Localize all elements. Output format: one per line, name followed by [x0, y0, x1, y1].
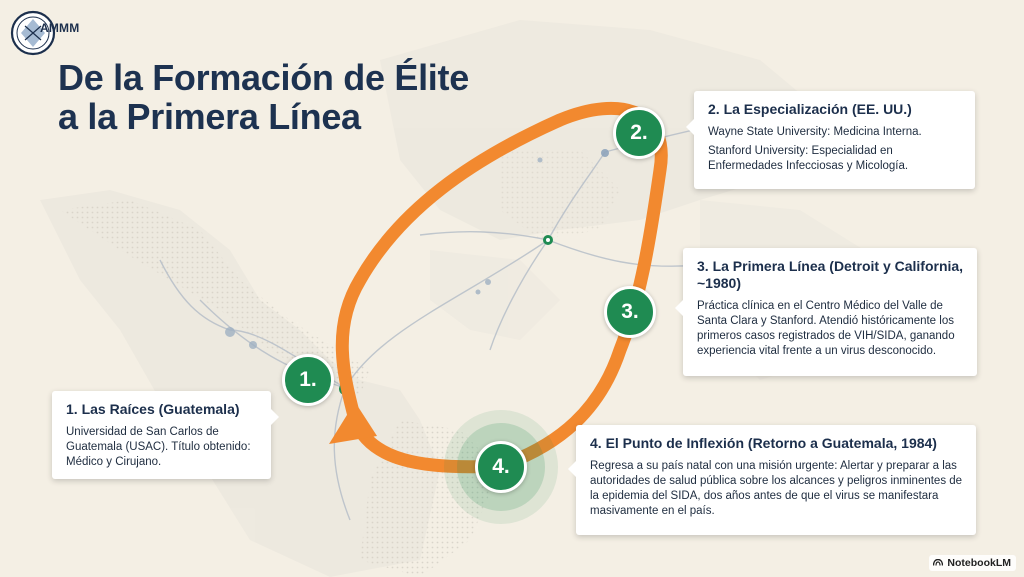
notebooklm-icon — [933, 559, 944, 566]
step-3-card: 3. La Primera Línea (Detroit y Californi… — [675, 248, 977, 376]
step-4-card: 4. El Punto de Inflexión (Retorno a Guat… — [568, 425, 976, 535]
step-1-body: Universidad de San Carlos de Guatemala (… — [66, 426, 251, 468]
seal-emblem-icon — [10, 10, 56, 56]
logo-text: AMMM — [40, 21, 80, 35]
step-3-body: Práctica clínica en el Centro Médico del… — [697, 300, 955, 357]
step-2-node: 2. — [613, 107, 665, 159]
step-3-node: 3. — [604, 286, 656, 338]
step-2-body-line-1: Wayne State University: Medicina Interna… — [708, 126, 922, 138]
step-4-node: 4. — [475, 441, 527, 493]
page-title: De la Formación de Élite a la Primera Lí… — [58, 58, 469, 136]
step-1-node: 1. — [282, 354, 334, 406]
step-2-body-line-2: Stanford University: Especialidad en Enf… — [708, 145, 909, 172]
step-2-heading: 2. La Especialización (EE. UU.) — [708, 101, 912, 117]
step-1-card: 1. Las Raíces (Guatemala) Universidad de… — [52, 391, 279, 479]
title-line-2: a la Primera Línea — [58, 96, 361, 137]
watermark-label: NotebookLM — [947, 557, 1011, 569]
loop-arrowhead — [329, 402, 377, 444]
step-1-heading: 1. Las Raíces (Guatemala) — [66, 401, 240, 417]
notebooklm-watermark: NotebookLM — [929, 555, 1016, 571]
step-4-heading: 4. El Punto de Inflexión (Retorno a Guat… — [590, 435, 937, 451]
step-2-card: 2. La Especialización (EE. UU.) Wayne St… — [686, 91, 975, 189]
step-4-body: Regresa a su país natal con una misión u… — [590, 460, 963, 517]
step-3-heading: 3. La Primera Línea (Detroit y Californi… — [697, 258, 964, 291]
title-line-1: De la Formación de Élite — [58, 57, 469, 98]
